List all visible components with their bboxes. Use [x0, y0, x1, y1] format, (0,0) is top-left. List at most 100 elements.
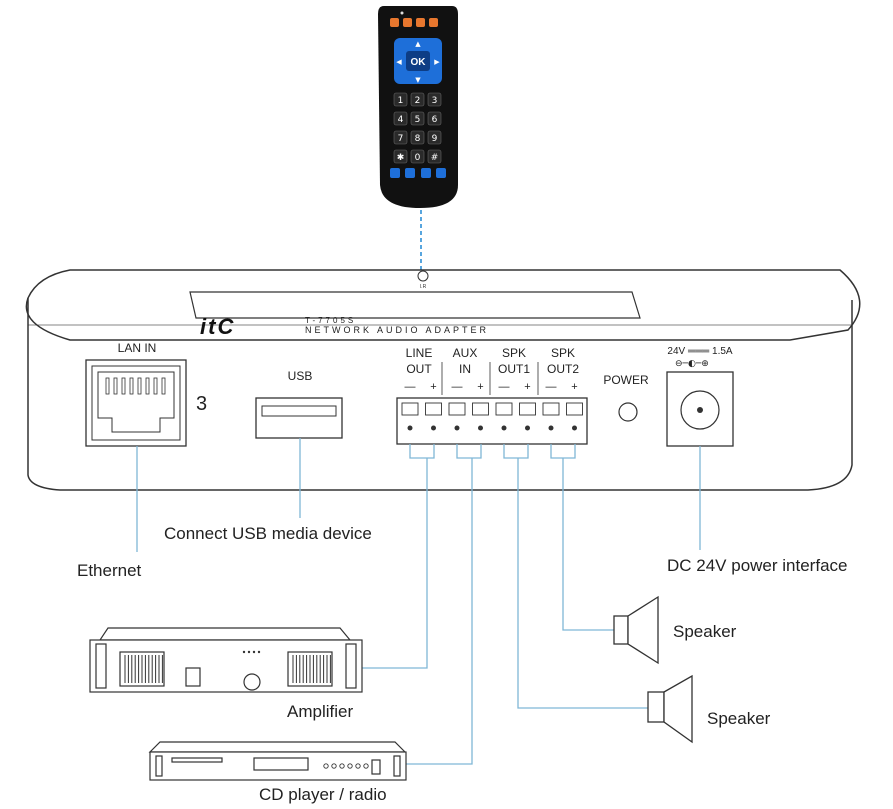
usb-port: [255, 397, 343, 439]
network-audio-adapter: I.R itC T-7705S NETWORK AUDIO ADAPTER LA…: [25, 269, 861, 491]
terminal-slot: [401, 402, 419, 416]
remote-key-blue-1: [390, 168, 400, 178]
amp-indicator: [247, 650, 251, 654]
polarity-minus: —: [405, 381, 416, 393]
remote-key-label: 4: [398, 115, 404, 125]
spk-out1-label: SPK OUT1: [498, 346, 530, 376]
model-name: T-7705S: [305, 316, 356, 325]
usb-device-callout: Connect USB media device: [164, 524, 372, 543]
brand-logo: itC: [200, 314, 235, 339]
svg-text:▶: ▶: [434, 58, 440, 66]
remote-key-label: #: [431, 153, 439, 163]
lan-pin: [105, 377, 110, 395]
device-subtitle: NETWORK AUDIO ADAPTER: [305, 325, 489, 335]
remote-body: [378, 6, 458, 208]
cd-player-buttons: [323, 763, 369, 769]
cd-button: [355, 763, 361, 769]
terminal-screw: [478, 425, 483, 431]
polarity-row: —+—+—+—+: [405, 381, 578, 393]
ir-label: I.R: [420, 284, 427, 290]
dc-rating-label: 24V ═══ 1.5A: [667, 346, 733, 357]
svg-text:OUT1: OUT1: [498, 362, 530, 376]
lan-pin: [153, 377, 158, 395]
terminal-screw: [548, 425, 554, 431]
terminal-slot: [472, 402, 489, 416]
remote-key-label: 0: [415, 153, 421, 163]
spk2-bracket: [550, 444, 576, 459]
remote-key-label: 7: [398, 134, 404, 144]
remote-ok-button: [406, 51, 430, 71]
ir-receiver: [417, 270, 429, 282]
remote-ok-label: OK: [411, 57, 427, 68]
terminal-screw: [572, 425, 577, 431]
svg-text:◀: ◀: [396, 58, 402, 66]
amplifier-callout: Amplifier: [287, 702, 354, 721]
cd-button: [339, 763, 345, 769]
speaker1-wire: [562, 458, 614, 631]
remote-key-blue-2: [405, 168, 415, 178]
terminal-screws: [401, 402, 583, 431]
svg-text:SPK: SPK: [551, 346, 575, 360]
lan-pin: [113, 377, 118, 395]
polarity-minus: —: [546, 381, 557, 393]
svg-text:⊖─◐─⊕: ⊖─◐─⊕: [675, 359, 709, 369]
remote-key-8: [410, 130, 425, 145]
lan-pin: [121, 377, 126, 395]
terminal-slot: [448, 402, 466, 416]
speaker-2-icon: [647, 674, 693, 744]
cd-button: [323, 763, 329, 769]
cd-button: [347, 763, 353, 769]
lan-in-label: LAN IN: [118, 341, 157, 355]
ethernet-callout: Ethernet: [77, 561, 142, 580]
speaker-2-callout: Speaker: [707, 709, 771, 728]
amp-indicator: [252, 650, 256, 654]
aux-in-bracket: [456, 444, 482, 459]
adapter-front-panel: [27, 298, 853, 491]
remote-key-10: [393, 149, 408, 164]
terminal-screw: [454, 425, 460, 431]
terminal-slot: [542, 402, 560, 416]
svg-text:LINE: LINE: [406, 346, 433, 360]
remote-key-orange-4: [429, 18, 438, 27]
cd-button: [331, 763, 337, 769]
wires: [136, 438, 701, 765]
cd-player-callout: CD player / radio: [259, 785, 387, 804]
terminal-slot: [519, 402, 536, 416]
remote-key-label: 5: [415, 115, 421, 125]
svg-text:OUT: OUT: [406, 362, 432, 376]
svg-text:AUX: AUX: [453, 346, 478, 360]
cd-player-icon: [148, 741, 407, 781]
line-out-label: LINE OUT: [406, 346, 433, 376]
lan-pins: [105, 377, 166, 395]
remote-key-6: [427, 111, 442, 126]
terminal-screw: [407, 425, 413, 431]
remote-key-orange-2: [403, 18, 412, 27]
cd-player-wire: [406, 458, 473, 765]
polarity-plus: +: [430, 381, 436, 393]
remote-key-4: [393, 111, 408, 126]
lan-pin: [145, 377, 150, 395]
speaker2-wire: [517, 458, 648, 709]
remote-key-11: [410, 149, 425, 164]
adapter-top-outline: [25, 269, 861, 341]
svg-text:IN: IN: [459, 362, 471, 376]
cd-button: [363, 763, 369, 769]
lan-pin: [161, 377, 166, 395]
remote-key-12: [427, 149, 442, 164]
remote-key-blue-3: [421, 168, 431, 178]
amp-indicator: [257, 650, 261, 654]
lan-number: 3: [196, 393, 207, 415]
polarity-minus: —: [499, 381, 510, 393]
power-led: [618, 402, 638, 422]
remote-key-label: 2: [415, 96, 421, 106]
aux-in-label: AUX IN: [453, 346, 478, 376]
lan-pin: [129, 377, 134, 395]
remote-key-label: 9: [432, 134, 438, 144]
amplifier-wire: [362, 458, 428, 669]
terminal-slot: [566, 402, 583, 416]
dc-power-callout: DC 24V power interface: [667, 556, 848, 575]
remote-key-9: [427, 130, 442, 145]
power-label: POWER: [603, 373, 649, 387]
line-out-bracket: [409, 444, 435, 459]
